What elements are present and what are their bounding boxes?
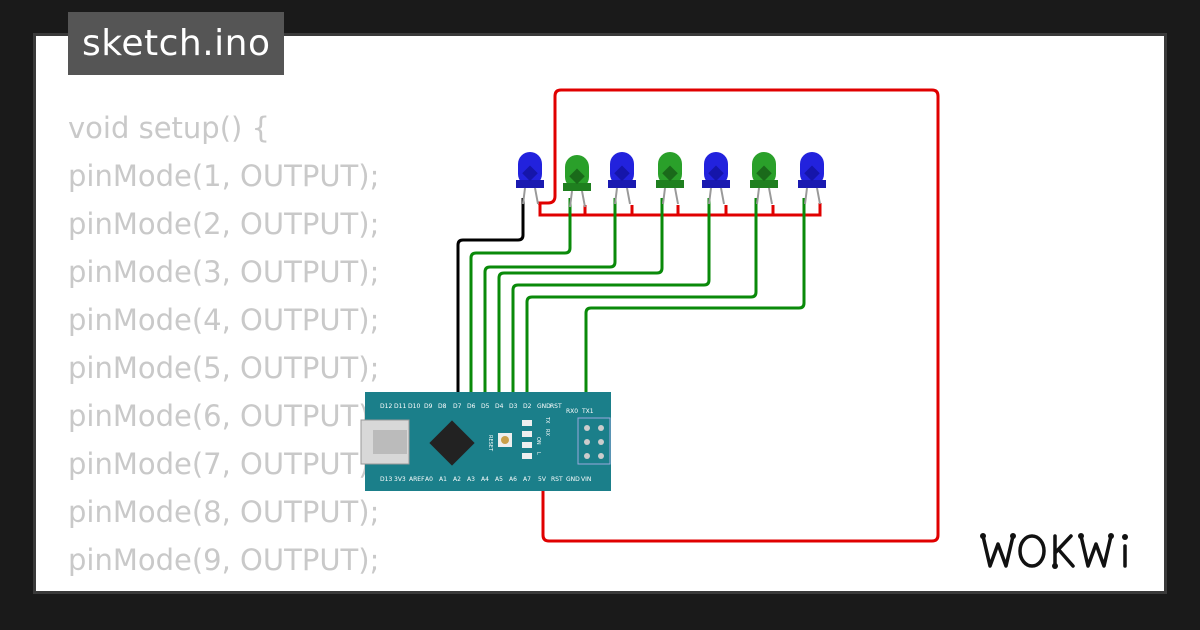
board-led-label: TX [544,416,550,424]
code-line: pinMode(4, OUTPUT); [68,303,380,337]
wire-d3[interactable] [511,198,711,398]
code-line: pinMode(3, OUTPUT); [68,255,380,289]
pin-label: A7 [523,476,531,483]
pin-label: RST [551,476,563,483]
board-led-label: L [535,452,541,455]
code-line: pinMode(1, OUTPUT); [68,159,380,193]
pin-label: A1 [439,476,447,483]
code-line: pinMode(9, OUTPUT); [68,543,380,577]
board-led-label: RX [544,429,550,436]
wire-d6[interactable] [469,198,572,398]
code-line: pinMode(2, OUTPUT); [68,207,380,241]
code-line: pinMode(8, OUTPUT); [68,495,380,529]
led-blue-4[interactable] [798,152,826,205]
pin-label: D6 [467,403,476,410]
code-line: void setup() { [68,111,270,145]
pin-label: D4 [495,403,504,410]
reset-label: RESET [487,435,493,452]
board-top-pin-labels: D12 D11 D10 D9 D8 D7 D6 D5 D4 D3 D2 GND … [380,403,594,415]
wire-power[interactable] [538,88,940,543]
wire-d2[interactable] [525,198,758,398]
pin-label: RST [550,403,562,410]
led-blue-3[interactable] [702,152,730,205]
code-line: pinMode(5, OUTPUT); [68,351,380,385]
pin-label: D8 [438,403,447,410]
wire-d5[interactable] [483,198,617,398]
pin-label: A6 [509,476,517,483]
pin-label: TX1 [581,408,594,415]
led-blue-1[interactable] [516,152,544,205]
wire-d4[interactable] [497,198,664,398]
pin-label: A4 [481,476,489,483]
led-blue-2[interactable] [608,152,636,205]
pin-label: D9 [424,403,433,410]
pin-label: D10 [408,403,420,410]
pin-label: D7 [453,403,462,410]
pin-label: D13 [380,476,392,483]
code-line: pinMode(10, OUTPUT); [68,584,428,594]
code-preview: void setup() { pinMode(1, OUTPUT); pinMo… [68,104,428,594]
code-line: pinMode(6, OUTPUT); [68,399,380,433]
simulator-canvas[interactable] [33,33,1167,594]
pin-label: AREF [409,476,425,483]
pin-label: VIN [581,476,591,483]
pin-label: A3 [467,476,475,483]
pin-label: GND [537,403,551,410]
pin-label: A0 [425,476,433,483]
board-led-labels: TX RX ON L [535,416,550,455]
pin-label: GND [566,476,580,483]
pin-label: RX0 [566,408,578,415]
wire-d7[interactable] [456,198,525,398]
wire-group-green [469,198,806,398]
code-line: pinMode(7, OUTPUT); [68,447,380,481]
pin-label: D11 [394,403,406,410]
led-green-1[interactable] [563,155,591,208]
board-led-label: ON [535,437,541,445]
pin-label: D12 [380,403,392,410]
wokwi-logo [980,533,1128,569]
pin-label: A2 [453,476,461,483]
pin-label: D2 [523,403,532,410]
pin-label: 5V [538,476,547,483]
sketch-tab[interactable]: sketch.ino [68,12,285,75]
led-array [516,152,826,208]
pin-label: A5 [495,476,503,483]
arduino-nano[interactable] [360,392,611,491]
led-green-3[interactable] [750,152,778,205]
wire-common[interactable] [538,203,822,217]
pin-label: 3V3 [394,476,406,483]
wire-tx[interactable] [584,198,806,398]
pin-label: D3 [509,403,518,410]
board-bottom-pin-labels: D13 3V3 AREF A0 A1 A2 A3 A4 A5 A6 A7 5V … [380,476,591,483]
led-green-2[interactable] [656,152,684,205]
pin-label: D5 [481,403,490,410]
